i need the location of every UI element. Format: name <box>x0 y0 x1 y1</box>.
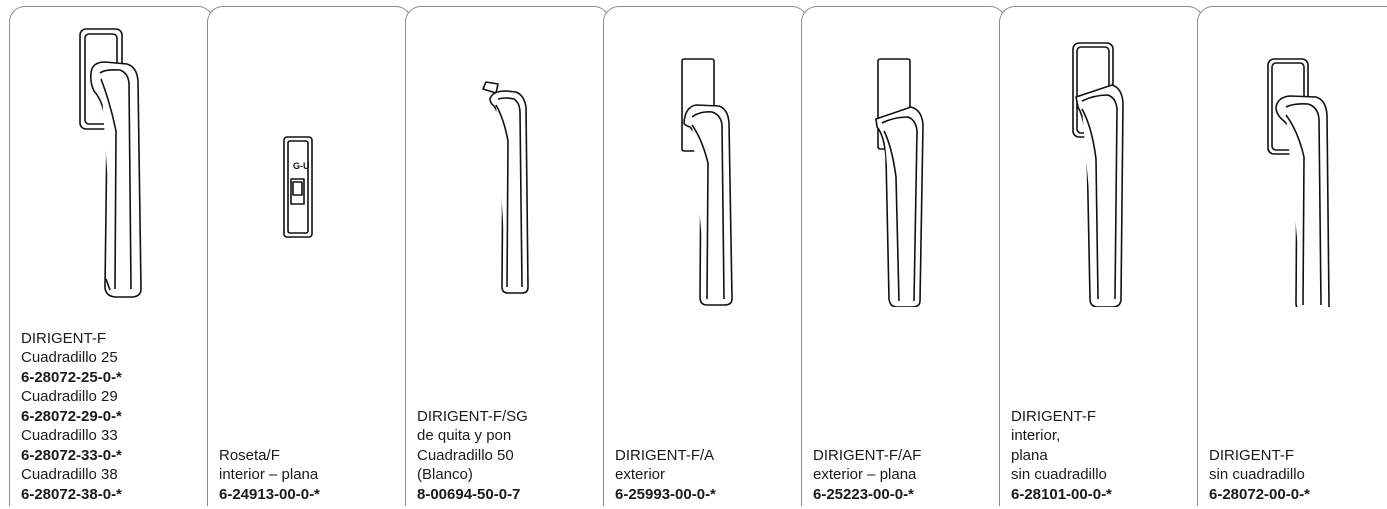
article-code: 6-28072-38-0-* <box>21 485 122 503</box>
article-code: 6-25223-00-0-* <box>813 485 914 503</box>
removable-handle-icon <box>482 81 529 294</box>
product-description-line: DIRIGENT-F <box>21 329 106 347</box>
article-code: 6-28072-00-0-* <box>1209 485 1310 503</box>
product-card[interactable]: DIRIGENT-F/A exterior 6-25993-00-0-* <box>603 6 808 506</box>
product-description-line: Cuadradillo 33 <box>21 427 118 444</box>
product-card[interactable]: DIRIGENT-F interior, plana sin cuadradillo 6… <box>999 6 1204 506</box>
rosette-icon: G-U <box>283 136 313 238</box>
product-description-line: Cuadradillo 38 <box>21 466 118 483</box>
product-card[interactable]: DIRIGENT-F/AF exterior – plana 6-25223-00-… <box>801 6 1006 506</box>
article-code: 6-28101-00-0-* <box>1011 485 1112 503</box>
product-description-line: exterior <box>615 466 666 483</box>
product-description-line: Cuadradillo 25 <box>21 349 118 366</box>
article-code: 6-24913-00-0-* <box>219 485 320 503</box>
article-code: 6-25993-00-0-* <box>615 485 716 503</box>
article-code: 8-00694-50-0-7 <box>417 485 521 503</box>
window-handle-flat-icon <box>1072 42 1124 307</box>
article-code: 6-28072-25-0-* <box>21 368 122 386</box>
window-handle-icon <box>681 58 733 306</box>
product-description-line: DIRIGENT-F/SG <box>417 407 528 425</box>
product-text: DIRIGENT-F sin cuadradillo 6-28072-00-0-* <box>1209 446 1310 505</box>
product-description-line: (Blanco) <box>417 466 473 483</box>
product-description-line: sin cuadradillo <box>1209 466 1305 483</box>
product-description-line: interior – plana <box>219 466 319 483</box>
product-description-line: sin cuadradillo <box>1011 466 1107 483</box>
product-card[interactable]: G-U Roseta/F interior – plana 6-24913-00-0… <box>207 6 412 506</box>
product-card[interactable]: DIRIGENT-F sin cuadradillo 6-28072-00-0-* <box>1197 6 1387 506</box>
product-text: DIRIGENT-F/A exterior 6-25993-00-0-* <box>615 446 716 505</box>
product-description-line: Cuadradillo 29 <box>21 388 118 405</box>
product-description-line: Cuadradillo 50 <box>417 446 514 464</box>
product-description-line: exterior – plana <box>813 466 917 483</box>
article-code: 6-28072-33-0-* <box>21 446 122 464</box>
product-card[interactable]: DIRIGENT-F Cuadradillo 25 6-28072-25-0-* Cu… <box>9 6 214 506</box>
product-description-line: DIRIGENT-F/AF <box>813 446 922 464</box>
product-description-line: DIRIGENT-F <box>1209 446 1294 464</box>
product-text: DIRIGENT-F Cuadradillo 25 6-28072-25-0-* Cu… <box>21 329 122 505</box>
product-description-line: DIRIGENT-F/A <box>615 446 715 464</box>
product-description-line: Roseta/F <box>219 446 280 464</box>
window-handle-flat-icon <box>875 58 924 307</box>
product-text: Roseta/F interior – plana 6-24913-00-0-* <box>219 446 320 505</box>
svg-text:G-U: G-U <box>293 161 310 171</box>
window-handle-icon <box>1267 58 1330 307</box>
product-text: DIRIGENT-F/AF exterior – plana 6-25223-00-… <box>813 446 921 505</box>
product-text: DIRIGENT-F interior, plana sin cuadradillo 6… <box>1011 407 1112 505</box>
article-code: 6-28072-29-0-* <box>21 407 122 425</box>
product-description-line: plana <box>1011 446 1048 464</box>
product-description-line: interior, <box>1011 427 1061 444</box>
window-handle-icon <box>79 28 142 298</box>
product-description-line: de quita y pon <box>417 427 512 444</box>
product-description-line: DIRIGENT-F <box>1011 407 1096 425</box>
